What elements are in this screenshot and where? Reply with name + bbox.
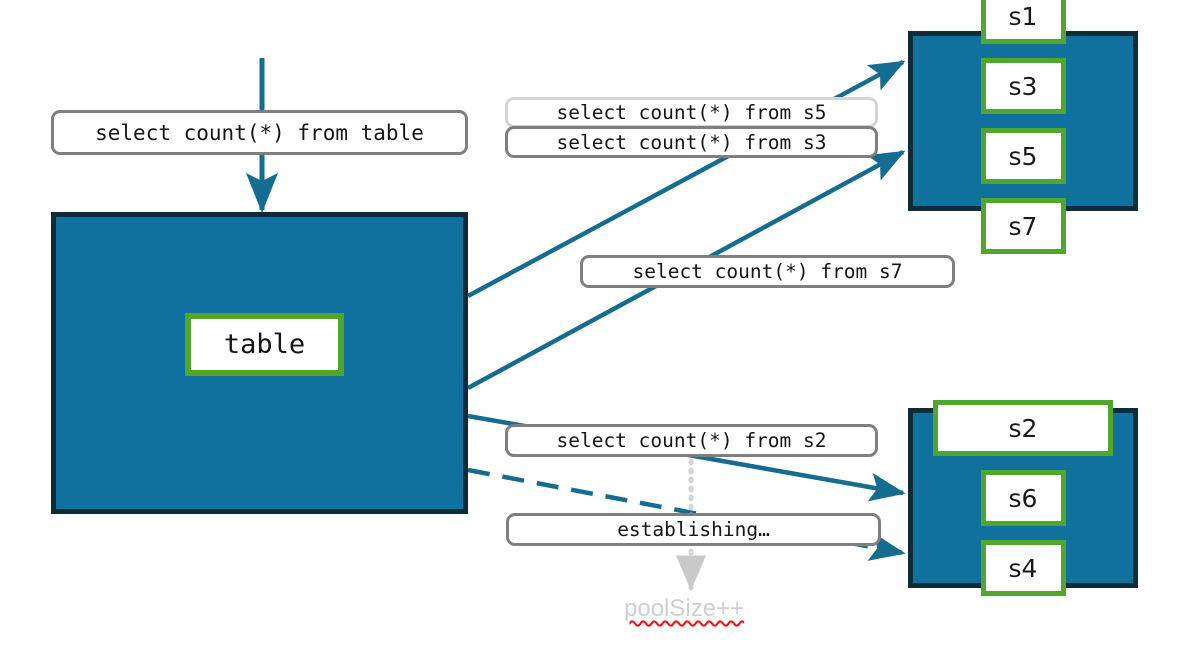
connection-pool-bottom: s2 s6 s4 [908, 400, 1138, 596]
table-node-label: table [223, 329, 306, 360]
query-label-s7: select count(*) from s7 [632, 260, 903, 283]
pool-top-grid: s1 s3 s5 s7 [913, 0, 1133, 254]
query-box-s7[interactable]: select count(*) from s7 [580, 255, 955, 288]
connection-s6[interactable]: s6 [980, 470, 1066, 526]
query-label-s3: select count(*) from s3 [556, 130, 827, 154]
connection-label-s4: s4 [1008, 553, 1038, 583]
connection-label-s3: s3 [1008, 71, 1038, 101]
poolsize-increment-label: poolSize++ [624, 595, 745, 622]
connection-label-s5: s5 [1008, 141, 1038, 171]
pool-bottom-grid: s2 s6 s4 [913, 400, 1133, 596]
query-label-s2: select count(*) from s2 [556, 429, 827, 452]
source-query-label: select count(*) from table [95, 120, 424, 145]
connection-label-s6: s6 [1008, 483, 1038, 513]
connection-s4[interactable]: s4 [980, 540, 1066, 596]
connection-s7[interactable]: s7 [980, 198, 1066, 254]
connection-label-s7: s7 [1008, 211, 1038, 241]
query-label-s5: select count(*) from s5 [556, 101, 827, 124]
query-box-s3[interactable]: select count(*) from s3 [505, 126, 878, 158]
query-box-s5[interactable]: select count(*) from s5 [505, 97, 878, 128]
connection-s5[interactable]: s5 [980, 128, 1066, 184]
source-query-box[interactable]: select count(*) from table [51, 110, 468, 155]
connection-s1[interactable]: s1 [980, 0, 1066, 44]
table-node[interactable]: table [185, 313, 344, 376]
connection-s2[interactable]: s2 [933, 400, 1113, 456]
database-container: table [51, 212, 468, 514]
query-box-establishing[interactable]: establishing… [506, 513, 881, 546]
query-box-s2[interactable]: select count(*) from s2 [505, 424, 878, 457]
connection-s3[interactable]: s3 [980, 58, 1066, 114]
connection-label-s1: s1 [1008, 1, 1038, 31]
connection-pool-top: s1 s3 s5 s7 [908, 0, 1138, 254]
poolsize-increment-annotation: poolSize++ [624, 595, 744, 623]
connection-label-s2: s2 [1008, 413, 1038, 443]
query-label-establishing: establishing… [617, 518, 770, 541]
